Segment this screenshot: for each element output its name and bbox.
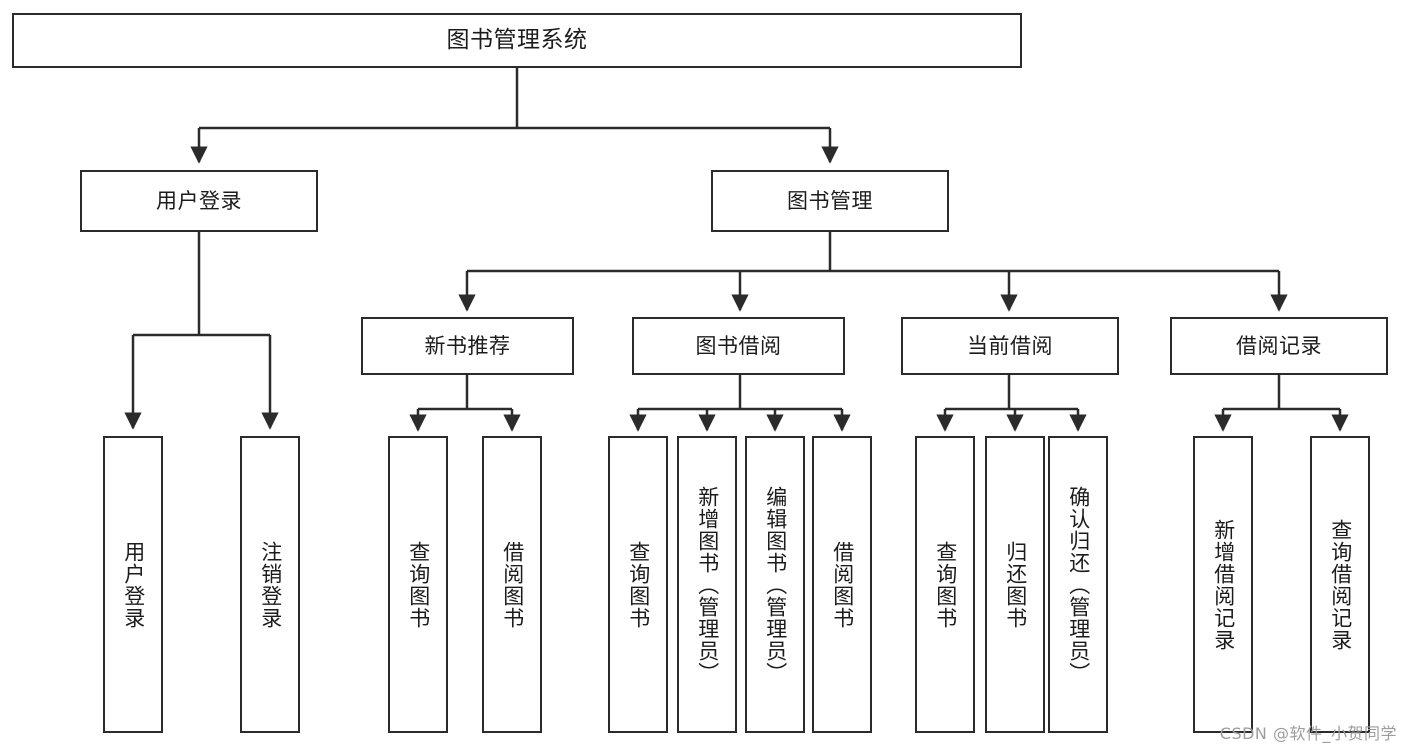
node-label: 归还图书 bbox=[1003, 540, 1028, 629]
node-label: 查询图书 bbox=[933, 540, 958, 629]
node-label: 图书借阅 bbox=[695, 333, 782, 358]
leaf-current-borrow-return-book[interactable]: 归还图书 bbox=[985, 436, 1045, 733]
node-label: 图书管理系统 bbox=[446, 27, 588, 54]
node-label: 图书管理 bbox=[787, 188, 873, 213]
leaf-user-login-logout[interactable]: 注销登录 bbox=[240, 436, 300, 733]
node-label: 查询图书 bbox=[626, 540, 651, 629]
node-label: 借阅图书 bbox=[830, 540, 855, 629]
leaf-book-borrow-add-book-admin[interactable]: 新增图书（管理员） bbox=[677, 436, 737, 733]
leaf-current-borrow-confirm-return-admin[interactable]: 确认归还（管理员） bbox=[1048, 436, 1108, 733]
node-label: 借阅图书 bbox=[500, 540, 525, 629]
node-label: 查询借阅记录 bbox=[1328, 518, 1353, 651]
node-label: 注销登录 bbox=[258, 540, 283, 629]
node-label: 编辑图书（管理员） bbox=[763, 485, 788, 684]
leaf-borrow-record-add-record[interactable]: 新增借阅记录 bbox=[1193, 436, 1253, 733]
node-current-borrow[interactable]: 当前借阅 bbox=[901, 317, 1119, 375]
node-book-management[interactable]: 图书管理 bbox=[711, 170, 949, 232]
leaf-new-book-query-book[interactable]: 查询图书 bbox=[388, 436, 448, 733]
csdn-watermark: CSDN @软件_小贺同学 bbox=[1219, 724, 1397, 743]
leaf-book-borrow-borrow-book[interactable]: 借阅图书 bbox=[812, 436, 872, 733]
node-user-login[interactable]: 用户登录 bbox=[80, 170, 318, 232]
node-root-library-system[interactable]: 图书管理系统 bbox=[12, 13, 1022, 68]
leaf-user-login-login[interactable]: 用户登录 bbox=[103, 436, 163, 733]
node-label: 用户登录 bbox=[121, 540, 146, 629]
leaf-new-book-borrow-book[interactable]: 借阅图书 bbox=[482, 436, 542, 733]
node-new-book-recommend[interactable]: 新书推荐 bbox=[361, 317, 574, 375]
node-label: 当前借阅 bbox=[967, 333, 1053, 358]
node-label: 借阅记录 bbox=[1236, 333, 1322, 358]
leaf-book-borrow-edit-book-admin[interactable]: 编辑图书（管理员） bbox=[745, 436, 805, 733]
leaf-book-borrow-query-book[interactable]: 查询图书 bbox=[608, 436, 668, 733]
node-label: 新增图书（管理员） bbox=[695, 485, 720, 684]
node-borrow-record[interactable]: 借阅记录 bbox=[1170, 317, 1388, 375]
node-label: 确认归还（管理员） bbox=[1066, 485, 1091, 684]
node-label: 新书推荐 bbox=[424, 333, 511, 358]
leaf-current-borrow-query-book[interactable]: 查询图书 bbox=[915, 436, 975, 733]
node-label: 用户登录 bbox=[156, 188, 242, 213]
node-book-borrow[interactable]: 图书借阅 bbox=[632, 317, 845, 375]
node-label: 新增借阅记录 bbox=[1211, 518, 1236, 651]
node-label: 查询图书 bbox=[406, 540, 431, 629]
leaf-borrow-record-query-record[interactable]: 查询借阅记录 bbox=[1310, 436, 1370, 733]
